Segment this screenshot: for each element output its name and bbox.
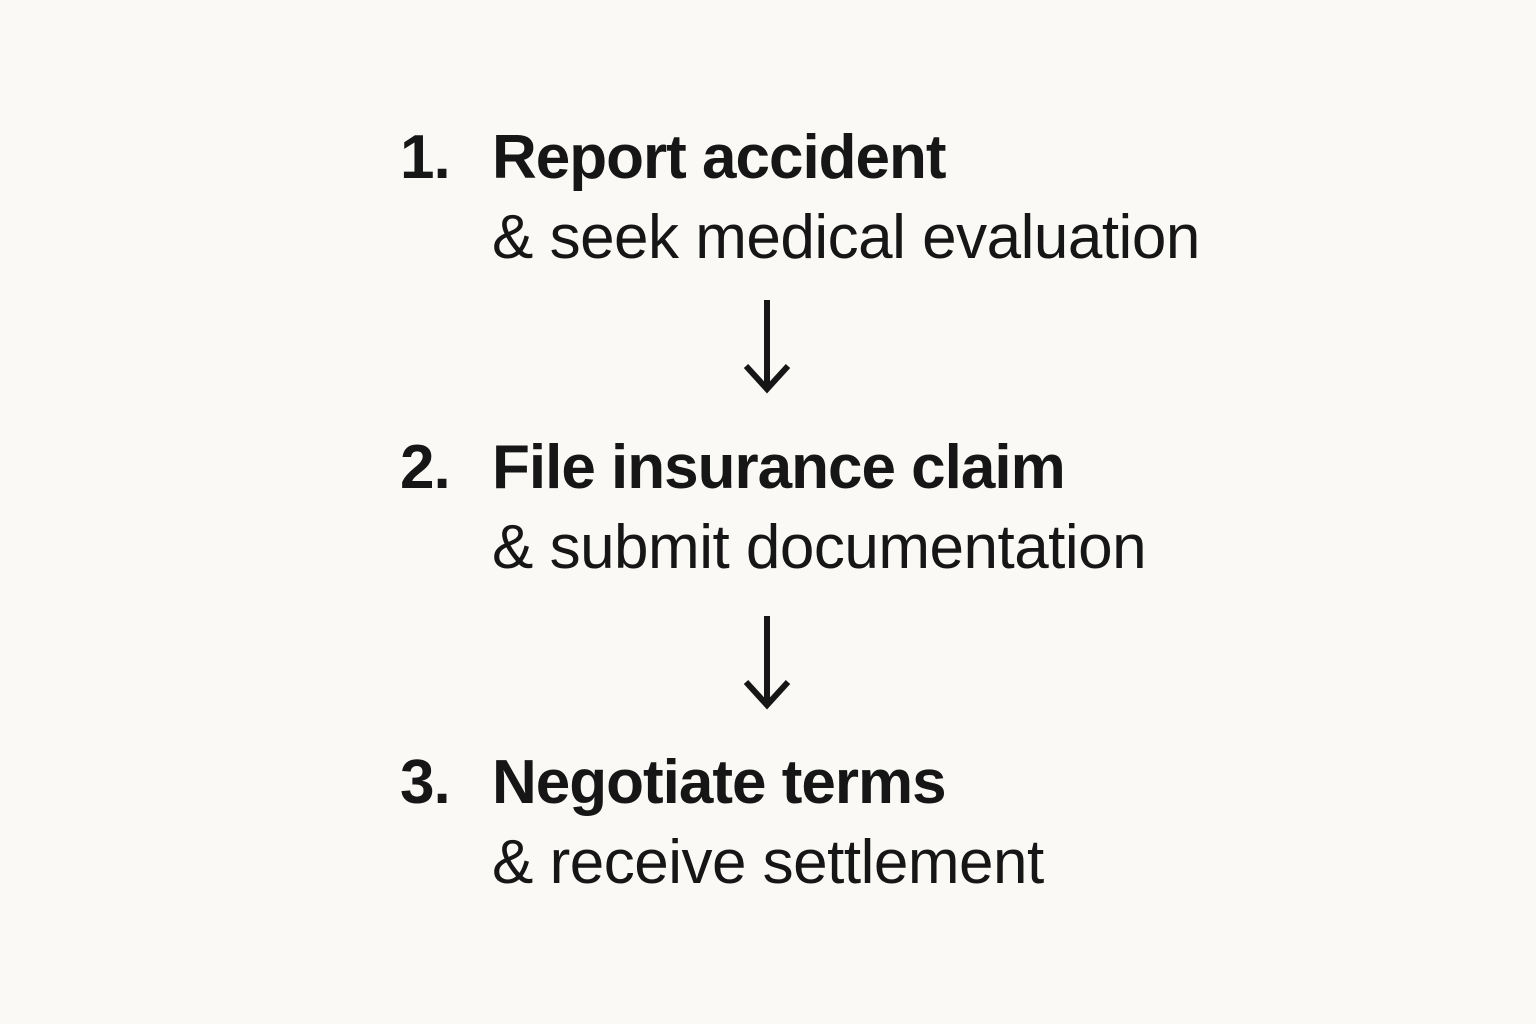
step-2-subtitle: & submit documentation bbox=[492, 513, 1147, 582]
step-2-number: 2. bbox=[400, 433, 451, 502]
step-3-title: Negotiate terms bbox=[492, 748, 947, 817]
step-1-subtitle: & seek medical evaluation bbox=[492, 203, 1200, 272]
step-1: 1. Report accident & seek medical evalua… bbox=[400, 118, 1200, 277]
step-3-text: Negotiate terms & receive settlement bbox=[492, 743, 1044, 902]
step-3-number: 3. bbox=[400, 748, 451, 817]
step-1-number: 1. bbox=[400, 123, 451, 192]
step-2-text: File insurance claim & submit documentat… bbox=[492, 428, 1147, 587]
step-2: 2. File insurance claim & submit documen… bbox=[400, 428, 1147, 587]
step-1-title: Report accident bbox=[492, 123, 947, 192]
down-arrow-icon bbox=[737, 613, 797, 713]
step-3-subtitle: & receive settlement bbox=[492, 828, 1044, 897]
step-1-text: Report accident & seek medical evaluatio… bbox=[492, 118, 1200, 277]
step-2-title: File insurance claim bbox=[492, 433, 1066, 502]
step-3: 3. Negotiate terms & receive settlement bbox=[400, 743, 1044, 902]
down-arrow-icon bbox=[737, 297, 797, 397]
